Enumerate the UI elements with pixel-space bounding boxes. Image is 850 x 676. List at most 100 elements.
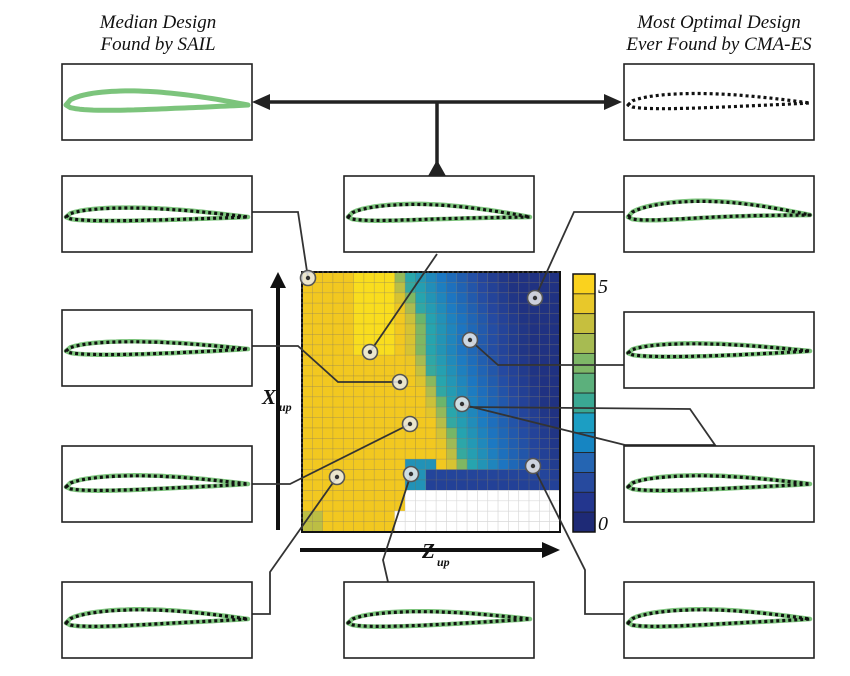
- heatmap-cell: [312, 438, 323, 450]
- heatmap-cell: [301, 396, 313, 408]
- heatmap-cell: [497, 438, 509, 450]
- heatmap-cell: [425, 479, 437, 491]
- heatmap-cell: [322, 510, 334, 522]
- heatmap-cell: [353, 313, 365, 325]
- heatmap-cell: [435, 375, 447, 387]
- cmaes-airfoil-outline: [626, 91, 812, 111]
- heatmap-cell: [342, 510, 354, 522]
- heatmap-cell: [435, 292, 447, 304]
- heatmap-cell: [394, 406, 406, 418]
- sample-marker-dot: [408, 471, 414, 477]
- heatmap-cell: [446, 344, 458, 356]
- heatmap-cell: [456, 448, 468, 460]
- heatmap-cell: [549, 458, 561, 470]
- heatmap-cell: [518, 386, 530, 398]
- heatmap-cell: [342, 417, 354, 429]
- heatmap-cell: [487, 490, 499, 502]
- design-panel: [343, 175, 535, 253]
- heatmap-cell: [508, 469, 520, 481]
- heatmap-cell: [384, 490, 396, 502]
- heatmap-cell: [322, 427, 334, 439]
- heatmap-cell: [446, 313, 458, 325]
- heatmap-cell: [301, 386, 313, 398]
- heatmap-cell: [508, 282, 520, 294]
- heatmap-cell: [435, 386, 447, 398]
- heatmap-cell: [435, 458, 447, 470]
- colorbar-segment: [572, 472, 596, 493]
- heatmap-cell: [528, 479, 540, 491]
- heatmap-cell: [446, 479, 458, 491]
- heatmap-cell: [322, 521, 334, 533]
- heatmap-cell: [394, 458, 406, 470]
- heatmap-cell: [549, 521, 561, 533]
- heatmap-cell: [539, 448, 550, 460]
- sample-marker-dot: [407, 421, 413, 427]
- heatmap-cell: [446, 510, 458, 522]
- heatmap-cell: [528, 448, 540, 460]
- heatmap-cell: [415, 313, 427, 325]
- heatmap-cell: [415, 521, 427, 533]
- heatmap-cell: [363, 302, 375, 314]
- heatmap-cell: [508, 323, 520, 335]
- heatmap-cell: [342, 292, 354, 304]
- heatmap-cell: [549, 302, 561, 314]
- heatmap-cell: [549, 271, 561, 283]
- heatmap-cell: [425, 510, 437, 522]
- cmaes-airfoil-outline: [626, 608, 812, 628]
- heatmap-cell: [415, 500, 427, 512]
- heatmap-cell: [466, 375, 478, 387]
- leader-line: [252, 476, 338, 615]
- heatmap-cell: [322, 302, 334, 314]
- heatmap-cell: [353, 479, 365, 491]
- heatmap-cell: [394, 521, 406, 533]
- heatmap-cell: [508, 417, 520, 429]
- heatmap-cell: [332, 438, 344, 450]
- leader-line: [459, 403, 626, 446]
- heatmap-cell: [456, 323, 468, 335]
- heatmap-cell: [497, 458, 509, 470]
- heatmap-cell: [363, 406, 375, 418]
- median-design-title: Median Design Found by SAIL: [62, 12, 254, 56]
- heatmap-cell: [549, 292, 561, 304]
- heatmap-cell: [549, 427, 561, 439]
- heatmap-cell: [528, 386, 540, 398]
- heatmap-cell: [477, 323, 489, 335]
- heatmap-cell: [353, 490, 365, 502]
- heatmap-cell: [384, 354, 396, 366]
- heatmap-cell: [353, 271, 365, 283]
- heatmap-cell: [539, 354, 550, 366]
- heatmap-cell: [528, 271, 540, 283]
- heatmap-cell: [373, 386, 385, 398]
- heatmap-cell: [477, 510, 489, 522]
- heatmap-cell: [322, 500, 334, 512]
- heatmap-cell: [487, 521, 499, 533]
- heatmap-cell: [394, 396, 406, 408]
- design-panel: [61, 309, 253, 387]
- heatmap-cell: [312, 521, 323, 533]
- heatmap-cell: [301, 406, 313, 418]
- heatmap-cell: [425, 386, 437, 398]
- heatmap-cell: [384, 386, 396, 398]
- heatmap-cell: [332, 500, 344, 512]
- heatmap-cell: [497, 271, 509, 283]
- heatmap-cell: [342, 521, 354, 533]
- heatmap-cell: [518, 271, 530, 283]
- heatmap-cell: [425, 500, 437, 512]
- heatmap-cell: [332, 292, 344, 304]
- heatmap-cell: [446, 458, 458, 470]
- heatmap-cell: [487, 448, 499, 460]
- heatmap-cell: [322, 375, 334, 387]
- heatmap-cell: [312, 510, 323, 522]
- heatmap-cell: [404, 334, 416, 346]
- heatmap-cell: [404, 510, 416, 522]
- heatmap-cell: [301, 365, 313, 377]
- cmaes-airfoil-outline: [346, 202, 532, 223]
- heatmap-cell: [456, 302, 468, 314]
- heatmap-cell: [332, 334, 344, 346]
- heatmap-cell: [415, 344, 427, 356]
- heatmap-cell: [373, 500, 385, 512]
- heatmap-cell: [301, 334, 313, 346]
- heatmap-cell: [342, 479, 354, 491]
- design-panel: [61, 581, 253, 659]
